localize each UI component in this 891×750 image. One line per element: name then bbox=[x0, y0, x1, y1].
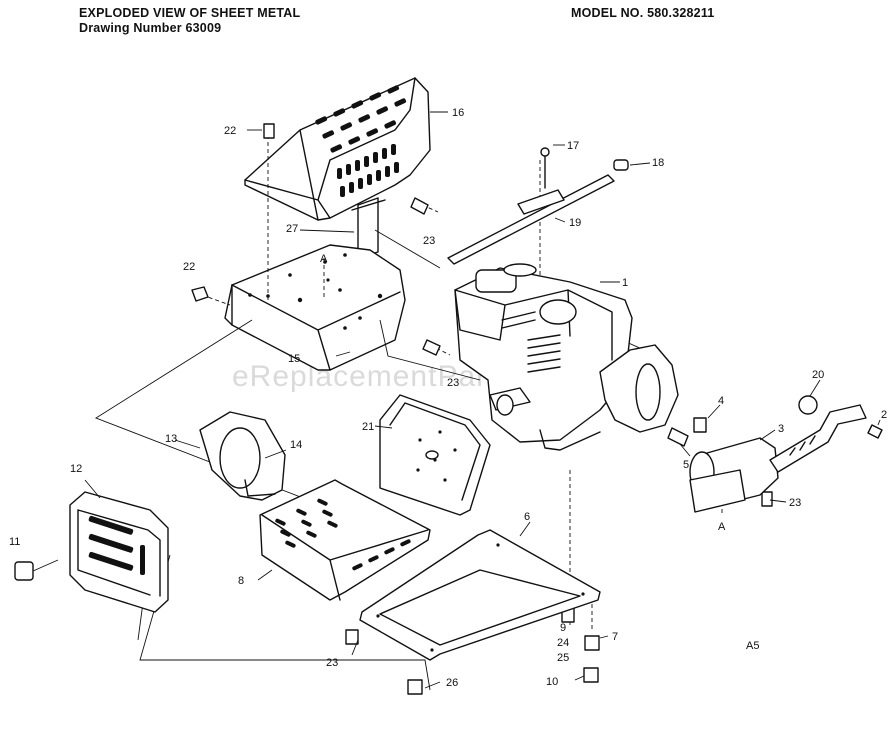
base-frame bbox=[359, 529, 601, 661]
callout-8: 8 bbox=[238, 575, 244, 587]
rear-panel bbox=[379, 394, 491, 516]
callout-21: 21 bbox=[362, 421, 374, 433]
callout-18: 18 bbox=[652, 157, 664, 169]
support-bracket bbox=[351, 197, 386, 259]
callout-5: 5 bbox=[683, 459, 689, 471]
callout-27: 27 bbox=[286, 223, 298, 235]
drawing-number: Drawing Number 63009 bbox=[79, 21, 222, 35]
model-number: MODEL NO. 580.328211 bbox=[571, 6, 715, 20]
callout-labels: 22 16 17 18 19 27 23 22 1 15 23 20 2 4 3… bbox=[9, 107, 887, 689]
callout-23: 23 bbox=[447, 377, 459, 389]
handle-rail bbox=[447, 147, 629, 265]
callout-3: 3 bbox=[778, 423, 784, 435]
top-shroud bbox=[244, 77, 431, 221]
callout-17: 17 bbox=[567, 140, 579, 152]
muffler bbox=[689, 404, 867, 513]
callout-13: 13 bbox=[165, 433, 177, 445]
callout-22: 22 bbox=[183, 261, 195, 273]
callout-4: 4 bbox=[718, 395, 724, 407]
callout-14: 14 bbox=[290, 439, 302, 451]
callout-23: 23 bbox=[423, 235, 435, 247]
callout-26: 26 bbox=[446, 677, 458, 689]
callout-16: 16 bbox=[452, 107, 464, 119]
callout-10: 10 bbox=[546, 676, 558, 688]
engine-cover bbox=[224, 244, 406, 371]
front-grille bbox=[69, 491, 169, 613]
callout-1: 1 bbox=[622, 277, 628, 289]
callout-9: 9 bbox=[560, 622, 566, 634]
callout-23: 23 bbox=[789, 497, 801, 509]
callout-11: 11 bbox=[9, 536, 20, 548]
corner-code: A5 bbox=[746, 640, 759, 652]
engine-assembly bbox=[454, 263, 679, 451]
callout-25: 25 bbox=[557, 652, 569, 664]
callout-leaders bbox=[84, 111, 881, 689]
diagram-title: EXPLODED VIEW OF SHEET METAL bbox=[79, 6, 301, 20]
callout-15: 15 bbox=[288, 353, 300, 365]
base-pan bbox=[259, 479, 431, 601]
callout-19: 19 bbox=[569, 217, 581, 229]
fan-shroud bbox=[199, 411, 286, 501]
callout-7: 7 bbox=[612, 631, 618, 643]
callout-12: 12 bbox=[70, 463, 82, 475]
callout-a-marker: A bbox=[718, 521, 726, 533]
callout-2: 2 bbox=[881, 409, 887, 421]
callout-24: 24 bbox=[557, 637, 569, 649]
callout-20: 20 bbox=[812, 369, 824, 381]
callout-22: 22 bbox=[224, 125, 236, 137]
callout-6: 6 bbox=[524, 511, 530, 523]
fasteners bbox=[191, 123, 883, 695]
knob bbox=[14, 559, 59, 581]
callout-23: 23 bbox=[326, 657, 338, 669]
callout-a-marker: A bbox=[320, 253, 328, 265]
